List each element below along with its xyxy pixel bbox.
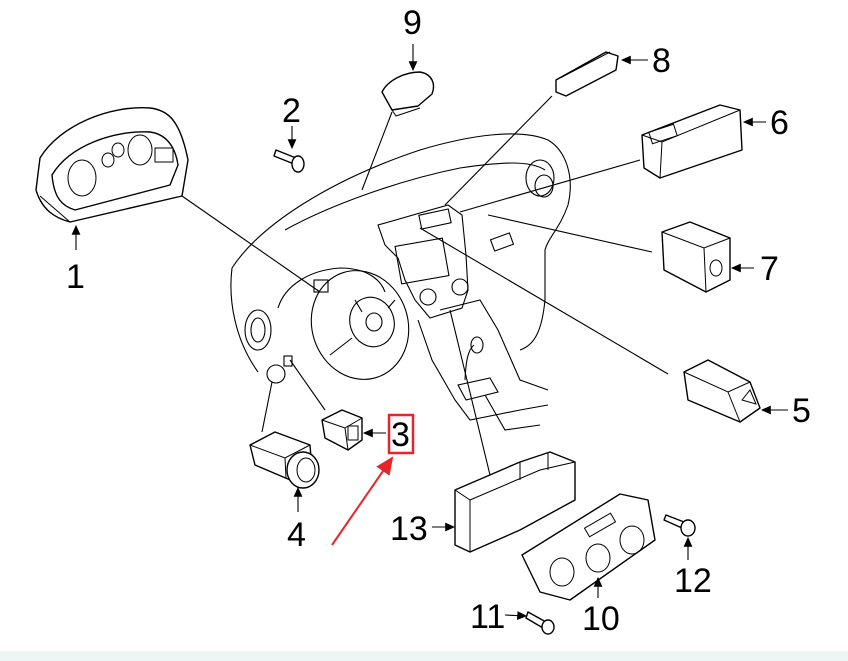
callout-1: 1 (66, 258, 85, 296)
callout-12: 12 (674, 562, 712, 600)
callout-5: 5 (792, 392, 811, 430)
callout-10: 10 (582, 600, 620, 638)
bottom-band (0, 651, 848, 661)
highlight-box (387, 413, 415, 455)
callout-4: 4 (287, 516, 306, 554)
control-unit-9 (381, 71, 435, 117)
leader-lines (181, 95, 669, 476)
highlight-arrow (331, 456, 394, 546)
climate-control-10 (521, 493, 656, 601)
button-switch-7 (661, 221, 731, 293)
callout-9: 9 (403, 4, 422, 42)
switch-strip-8 (555, 51, 619, 97)
callout-13: 13 (390, 510, 428, 548)
callout-2: 2 (282, 92, 301, 130)
headlight-switch-4 (249, 431, 320, 489)
highlight-annotation (331, 413, 415, 546)
switch-3 (321, 409, 363, 451)
screw-2 (273, 149, 305, 173)
screw-12 (663, 514, 696, 537)
callout-11: 11 (470, 598, 505, 636)
callout-7: 7 (760, 250, 779, 288)
switch-panel-6 (641, 104, 743, 179)
callout-3: 3 (391, 416, 410, 454)
screw-11 (525, 611, 555, 635)
dashboard-outline (230, 133, 571, 431)
instrument-cluster (35, 107, 189, 223)
callout-6: 6 (770, 104, 789, 142)
bracket-13 (454, 451, 576, 553)
callout-arrows (71, 44, 788, 620)
hazard-switch-5 (683, 359, 761, 423)
callout-8: 8 (652, 42, 671, 80)
callout-labels: 1 2 3 4 5 6 7 8 9 10 11 12 13 (66, 4, 811, 638)
